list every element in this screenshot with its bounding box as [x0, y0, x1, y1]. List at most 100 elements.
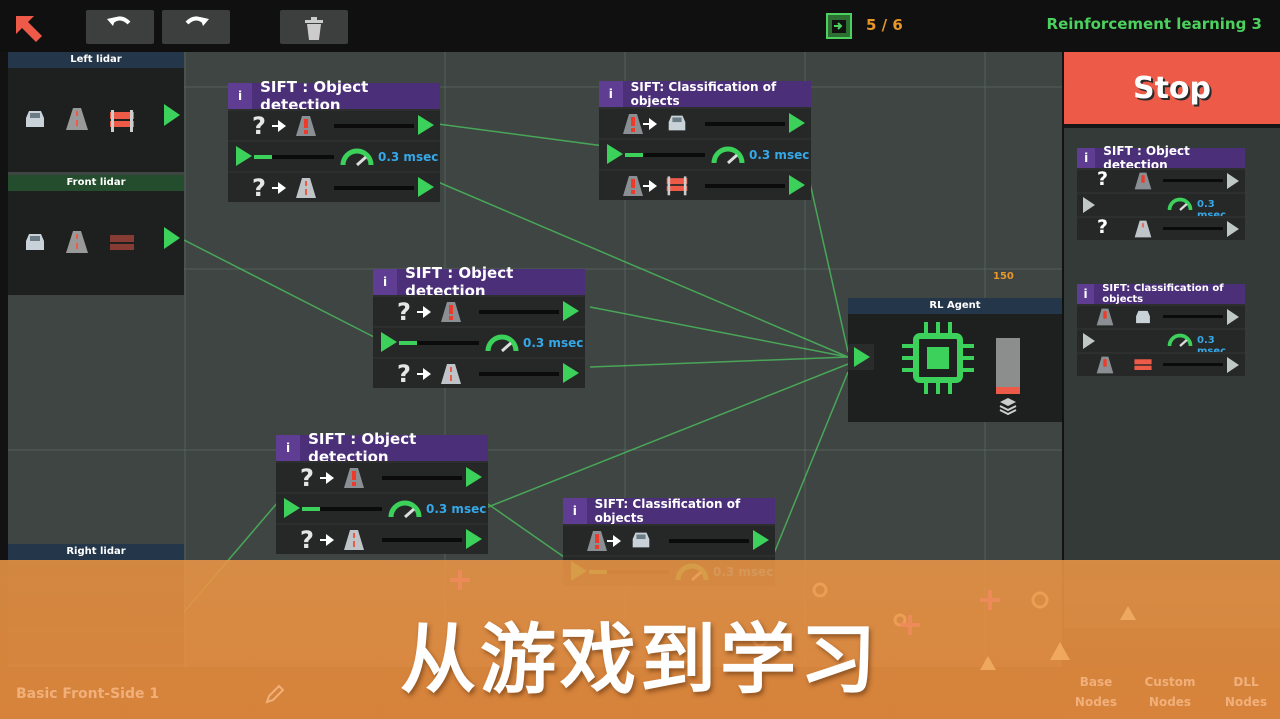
info-button[interactable]: i — [276, 435, 301, 461]
input-port[interactable] — [607, 144, 623, 164]
barrier-icon — [110, 110, 134, 132]
rl-agent-node[interactable]: RL Agent — [848, 298, 1062, 422]
arrow-icon — [643, 118, 657, 130]
timing-label: 0.3 msec — [1197, 199, 1226, 221]
front-lidar-node[interactable]: Front lidar — [8, 175, 184, 295]
arrow-icon — [417, 306, 431, 318]
palette-classification[interactable]: i SIFT: Classification of objects 0.3 mse… — [1077, 283, 1245, 376]
delete-button[interactable] — [280, 10, 348, 44]
info-button[interactable]: i — [228, 83, 253, 109]
info-button[interactable]: i — [1077, 148, 1096, 168]
output-port[interactable] — [789, 113, 805, 133]
speed-gauge-icon — [1167, 197, 1193, 211]
output-port[interactable] — [164, 104, 180, 126]
output-port[interactable] — [563, 301, 579, 321]
info-button[interactable]: i — [1077, 284, 1095, 304]
arrow-icon — [272, 120, 286, 132]
progress-bar — [254, 155, 334, 159]
timing-label: 0.3 msec — [1197, 335, 1226, 357]
output-port[interactable] — [563, 363, 579, 383]
level-counter: 5 / 6 — [866, 16, 903, 34]
timing-label: 0.3 msec — [749, 148, 810, 162]
road-icon — [1134, 220, 1152, 238]
banner-title: 从游戏到学习 — [400, 615, 880, 704]
progress-bar — [625, 153, 705, 157]
output-track — [479, 372, 559, 376]
unknown-label: ? — [397, 298, 411, 326]
output-port[interactable] — [789, 175, 805, 195]
speed-gauge-icon — [485, 334, 519, 353]
obstacle-icon — [296, 116, 316, 136]
obstacle-icon — [344, 468, 364, 488]
output-port[interactable] — [466, 467, 482, 487]
output-port[interactable] — [1227, 221, 1239, 237]
output-port[interactable] — [1227, 173, 1239, 189]
unknown-label: ? — [1097, 216, 1109, 238]
output-port[interactable] — [753, 530, 769, 550]
output-port[interactable] — [164, 227, 180, 249]
output-track — [334, 186, 414, 190]
undo-button[interactable] — [86, 10, 154, 44]
obstacle-icon — [587, 531, 607, 551]
node-title: SIFT: Classification of objects — [1102, 283, 1224, 305]
car-icon — [632, 532, 650, 548]
edit-icon[interactable] — [264, 683, 286, 705]
speed-gauge-icon — [388, 500, 422, 519]
obstacle-icon — [1096, 308, 1114, 326]
output-track — [705, 184, 785, 188]
input-port[interactable] — [236, 146, 252, 166]
output-track — [479, 310, 559, 314]
info-button[interactable]: i — [563, 498, 587, 524]
node-title: SIFT: Classification of objects — [594, 497, 741, 525]
input-port[interactable] — [1083, 333, 1095, 349]
output-port[interactable] — [418, 115, 434, 135]
left-lidar-title: Left lidar — [8, 52, 184, 68]
arrow-icon — [607, 535, 621, 547]
car-icon — [668, 115, 686, 131]
redo-button[interactable] — [162, 10, 230, 44]
info-button[interactable]: i — [599, 81, 623, 107]
barrier-icon — [1134, 359, 1152, 370]
undo-icon — [107, 16, 131, 26]
road-icon — [441, 364, 461, 384]
car-icon — [26, 234, 44, 250]
obstacle-icon — [623, 176, 643, 196]
unknown-label: ? — [1097, 168, 1109, 190]
top-toolbar: 5 / 6 Reinforcement learning 3 — [0, 0, 1280, 52]
output-port[interactable] — [1227, 309, 1239, 325]
info-button[interactable]: i — [373, 269, 398, 295]
speed-gauge-icon — [711, 146, 745, 165]
arrow-icon — [320, 472, 334, 484]
output-port[interactable] — [466, 529, 482, 549]
back-arrow-icon[interactable] — [12, 12, 46, 44]
obstacle-icon — [1134, 172, 1152, 190]
input-port[interactable] — [381, 332, 397, 352]
output-track — [1163, 363, 1223, 366]
rl-agent-value: 150 — [993, 271, 1014, 282]
level-title: Reinforcement learning 3 — [1046, 15, 1262, 33]
progress-bar — [302, 507, 382, 511]
promo-banner — [0, 560, 1280, 719]
chip-icon — [902, 322, 974, 394]
output-port[interactable] — [418, 177, 434, 197]
stop-button[interactable]: Stop — [1064, 52, 1280, 124]
barrier-icon — [110, 235, 134, 250]
output-track — [1163, 315, 1223, 318]
output-track — [334, 124, 414, 128]
input-port[interactable] — [284, 498, 300, 518]
output-port[interactable] — [1227, 357, 1239, 373]
input-port[interactable] — [854, 347, 870, 367]
speed-gauge-icon — [1167, 333, 1193, 347]
left-lidar-node[interactable]: Left lidar — [8, 52, 184, 172]
arrow-icon — [320, 534, 334, 546]
input-port[interactable] — [1083, 197, 1095, 213]
unknown-label: ? — [300, 464, 314, 492]
